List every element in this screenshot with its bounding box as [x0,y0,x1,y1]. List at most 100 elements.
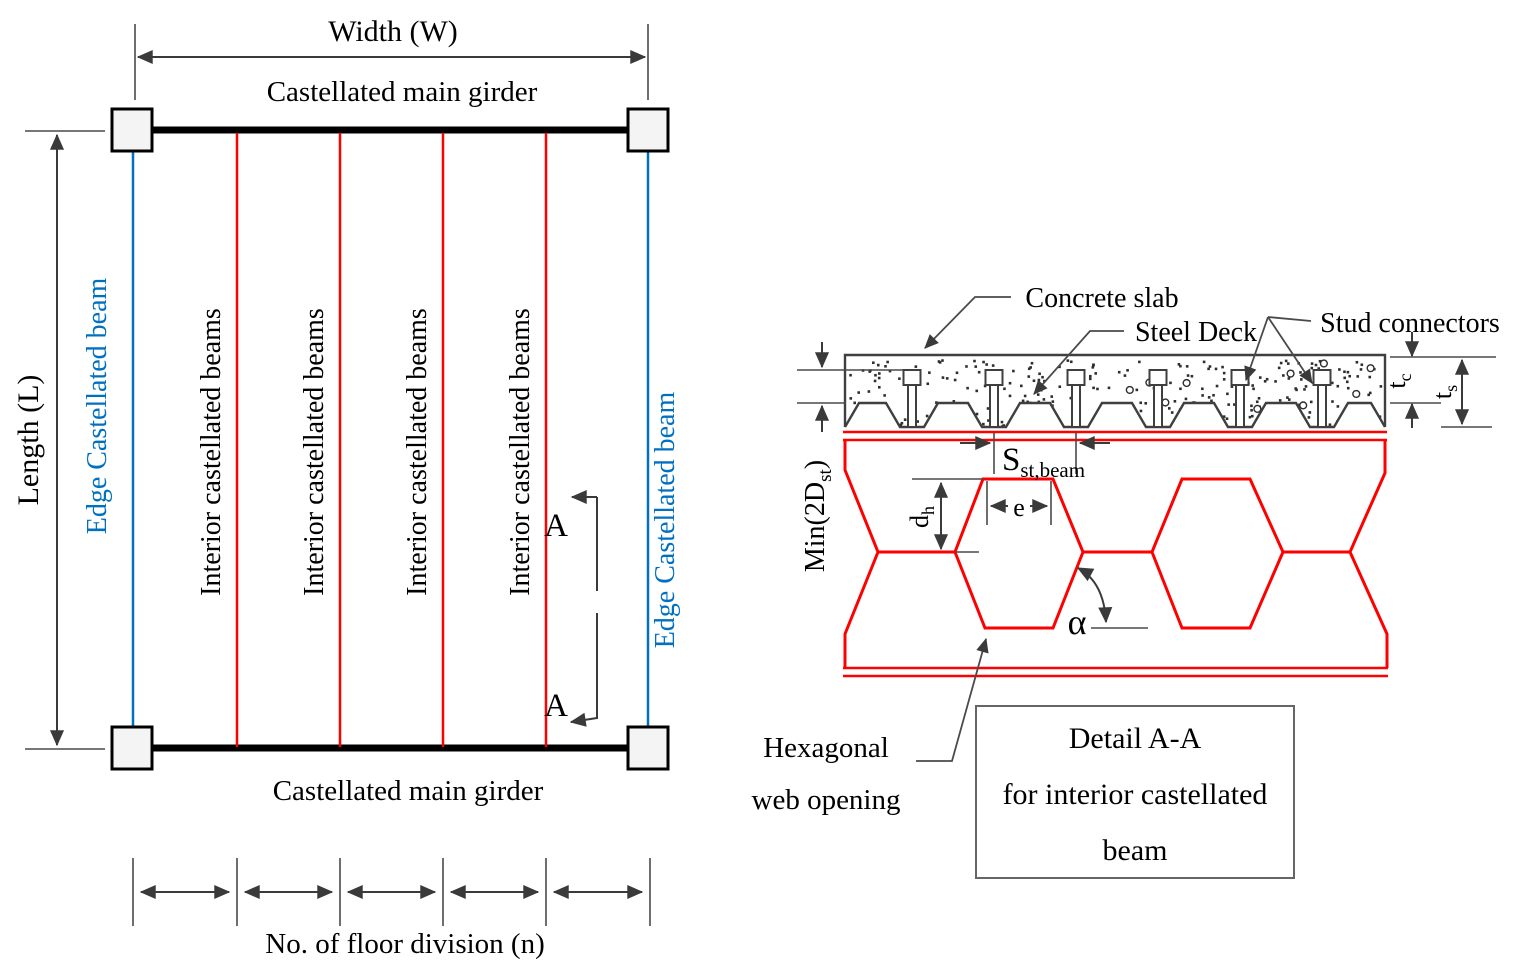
stud-connector-4 [1148,369,1168,428]
floor-division-dim [132,858,651,926]
stipple-dot [1027,367,1031,371]
stipple-dot [926,382,930,386]
stipple-dot [1230,385,1234,388]
stipple-dot [1255,400,1259,404]
stipple-dot [857,412,860,416]
stipple-dot [1179,387,1182,391]
stipple-dot [1179,364,1182,368]
stipple-dot [1190,374,1194,378]
stipple-dot [1021,399,1025,403]
stud-shaft [989,384,999,428]
stipple-dot [1354,404,1357,408]
aggregate-circle [1125,385,1134,395]
stipple-dot [1189,422,1193,426]
stipple-dot [1263,379,1267,383]
stipple-dot [934,419,937,423]
stud-head [902,369,922,386]
stipple-dot [1215,384,1219,388]
stipple-dot [1227,403,1230,406]
stipple-dot [991,364,995,367]
stipple-dot [1222,371,1226,375]
stipple-dot [1042,398,1046,401]
column-top-right [626,107,670,153]
stipple-dot [1279,361,1283,365]
angle-label: α [1068,602,1087,642]
stipple-dot [1051,400,1055,403]
stipple-dot [1123,374,1127,377]
detail-view: Sst,beam Min(2Dst) tc ts [752,283,1500,879]
stipple-dot [1307,416,1311,419]
stipple-dot [874,373,877,377]
length-label: Length (L) [12,375,45,506]
stipple-dot [1066,359,1070,362]
stipple-dot [985,363,988,366]
stud-spacing-label: Sst,beam [1002,442,1085,482]
hex-opening-label-line1: Hexagonal [763,732,889,764]
stipple-dot [877,376,881,380]
edge-beam-left-label: Edge Castellated beam [82,278,113,535]
web-left-edge [843,440,880,668]
stipple-dot [1257,396,1261,400]
stipple-dot [1250,404,1253,408]
stipple-dot [1036,393,1040,396]
section-label-top: A [544,508,568,544]
stipple-dot [1002,424,1006,427]
aggregate-circle [1299,401,1308,410]
stipple-dot [1356,375,1360,378]
stipple-dot [900,421,904,425]
stipple-dot [951,408,955,411]
stipple-dot [943,408,946,411]
detail-box-line2: for interior castellated [1003,778,1268,811]
stipple-dot [1025,424,1028,427]
aggregate-circle [1253,404,1262,413]
stipple-dot [1138,360,1141,364]
stipple-dot [872,361,875,365]
castellated-beam-section [843,430,1389,678]
stipple-dot [914,365,918,368]
stipple-dot [1096,387,1099,391]
stipple-dot [941,376,945,379]
stipple-dot [1368,391,1372,395]
detail-box-line3: beam [1103,834,1168,867]
stipple-dot [1289,408,1293,412]
stipple-dot [884,364,887,368]
slab-depth-label: ts [1428,385,1461,399]
stipple-dot [1300,378,1303,381]
stipple-dot [857,391,860,394]
stipple-dot [1202,360,1206,364]
stipple-dot [966,386,969,390]
slab-depth-main: t [1428,391,1457,399]
stipple-dot [1346,386,1350,390]
stipple-dot [1003,387,1006,391]
stipple-dot [1126,369,1129,372]
stipple-dot [1208,365,1212,368]
stipple-dot [977,370,981,374]
stud-spacing-main: S [1002,442,1020,478]
stipple-dot [903,418,907,421]
stipple-dot [1265,377,1269,381]
stud-head [1312,369,1332,386]
aggregate-circle [1352,389,1361,399]
stipple-dot [1058,365,1061,369]
stipple-dot [1201,387,1204,391]
width-label: Width (W) [328,15,458,48]
stipple-dot [953,378,957,382]
stipple-dot [875,418,878,422]
stud-leader-stem [1267,316,1312,322]
stud-head [984,369,1004,386]
hex-opening-label-line2: web opening [752,784,901,816]
stipple-dot [1251,414,1254,418]
stipple-dot [1039,388,1043,392]
stipple-dot [974,365,978,368]
stipple-dot [928,371,931,374]
stud-shaft [1317,384,1327,428]
aggregate-circle [1286,369,1295,378]
stipple-dot [1207,367,1210,371]
stipple-dot [1252,387,1255,391]
concrete-slab-label: Concrete slab [1025,283,1178,314]
column-bottom-left [110,725,154,771]
stipple-dot [1225,417,1229,421]
stipple-dot [883,394,886,397]
